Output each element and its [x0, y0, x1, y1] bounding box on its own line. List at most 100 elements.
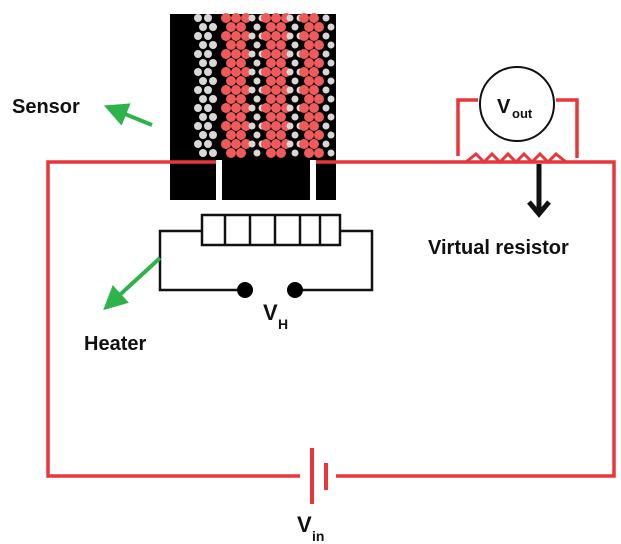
- sensor-atom: [271, 67, 281, 77]
- sensor-atom: [276, 148, 286, 158]
- sensor-atom: [322, 50, 330, 58]
- sensor-atom: [199, 95, 207, 103]
- sensor-electrode-right: [310, 160, 316, 200]
- sensor-atom: [271, 121, 281, 131]
- sensor-atom: [236, 148, 246, 158]
- sensor-atom: [314, 148, 324, 158]
- sensor-atom: [291, 131, 299, 139]
- sensor-atom: [236, 94, 246, 104]
- sensor-atom: [271, 49, 281, 59]
- sensor-atom: [291, 95, 299, 103]
- sensor-atom: [221, 121, 231, 131]
- sensor-atom: [309, 13, 319, 23]
- sensor-atom: [314, 58, 324, 68]
- sensor-atom: [226, 22, 236, 32]
- sensor-atom: [266, 76, 276, 86]
- sensor-atom: [231, 67, 241, 77]
- sensor-atom: [248, 140, 256, 148]
- sensor-atom: [276, 40, 286, 50]
- sensor-atom: [204, 68, 212, 76]
- sensor-atom: [248, 68, 256, 76]
- vout-label-main: V: [497, 96, 511, 118]
- sensor-atom: [194, 104, 202, 112]
- sensor-atom: [261, 121, 271, 131]
- sensor-atom: [304, 130, 314, 140]
- sensor-electrode-left: [216, 160, 222, 200]
- sensor-atom: [204, 86, 212, 94]
- sensor-atom: [322, 140, 330, 148]
- sensor-atom: [204, 104, 212, 112]
- sensor-atom: [231, 139, 241, 149]
- sensor-atom: [299, 31, 309, 41]
- sensor-atom: [271, 13, 281, 23]
- sensor-atom: [309, 139, 319, 149]
- virtual-resistor-label: Virtual resistor: [428, 237, 569, 259]
- sensor-atom: [276, 94, 286, 104]
- sensor-atom: [194, 50, 202, 58]
- sensor-atom: [322, 68, 330, 76]
- sensor-atom: [322, 122, 330, 130]
- sensor-atom: [226, 58, 236, 68]
- sensor-atom: [236, 76, 246, 86]
- sensor-atom: [266, 22, 276, 32]
- sensor-atom: [291, 149, 299, 157]
- sensor-atom: [209, 59, 217, 67]
- sensor-atom: [327, 41, 335, 49]
- sensor-atom: [194, 122, 202, 130]
- sensor-atom: [291, 113, 299, 121]
- arrow-down-left-icon: [103, 256, 162, 311]
- sensor-atom: [241, 49, 251, 59]
- sensor-atom: [276, 22, 286, 32]
- sensor-atom: [286, 122, 294, 130]
- heater-label: Heater: [84, 333, 146, 355]
- sensor-atom: [221, 103, 231, 113]
- sensor-atom-lattice: [194, 13, 335, 158]
- vh-terminal-left: [237, 282, 253, 298]
- sensor-atom: [291, 41, 299, 49]
- sensor-atom: [304, 40, 314, 50]
- sensor-atom: [194, 140, 202, 148]
- arrow-up-left-icon: [103, 103, 153, 127]
- sensor-atom: [209, 41, 217, 49]
- sensor-atom: [299, 49, 309, 59]
- sensor-atom: [253, 59, 261, 67]
- sensor-atom: [221, 49, 231, 59]
- sensor-atom: [194, 32, 202, 40]
- sensor-atom: [322, 86, 330, 94]
- sensor-atom: [241, 103, 251, 113]
- sensor-atom: [266, 130, 276, 140]
- vh-label-main: V: [263, 300, 278, 325]
- sensor-atom: [209, 23, 217, 31]
- sensor-atom: [304, 112, 314, 122]
- sensor-atom: [276, 130, 286, 140]
- sensor-atom: [194, 68, 202, 76]
- sensor-atom: [199, 77, 207, 85]
- sensor-atom: [248, 86, 256, 94]
- sensor-atom: [248, 32, 256, 40]
- sensor-atom: [314, 40, 324, 50]
- battery-vin: [300, 448, 336, 504]
- sensor-block: [170, 13, 336, 200]
- sensor-atom: [304, 148, 314, 158]
- sensor-atom: [253, 41, 261, 49]
- sensor-atom: [221, 67, 231, 77]
- sensor-atom: [241, 67, 251, 77]
- sensor-atom: [271, 85, 281, 95]
- sensor-atom: [299, 103, 309, 113]
- sensor-atom: [194, 14, 202, 22]
- sensor-atom: [271, 103, 281, 113]
- sensor-atom: [261, 103, 271, 113]
- sensor-atom: [248, 122, 256, 130]
- sensor-atom: [304, 58, 314, 68]
- sensor-atom: [241, 31, 251, 41]
- sensor-atom: [221, 13, 231, 23]
- sensor-atom: [314, 22, 324, 32]
- sensor-atom: [241, 85, 251, 95]
- sensor-atom: [276, 58, 286, 68]
- sensor-atom: [266, 58, 276, 68]
- vh-label-sub: H: [278, 316, 288, 332]
- sensor-atom: [236, 130, 246, 140]
- sensor-atom: [286, 86, 294, 94]
- sensor-atom: [309, 31, 319, 41]
- sensor-atom: [304, 76, 314, 86]
